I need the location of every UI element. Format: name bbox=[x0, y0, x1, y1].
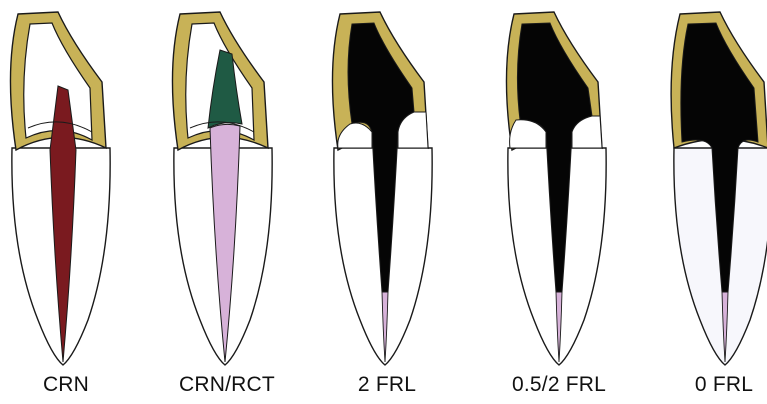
tooth-crn-rct bbox=[172, 12, 272, 365]
tooth-crn bbox=[10, 12, 110, 365]
tooth-2-frl bbox=[332, 12, 432, 365]
label-2-frl: 2 FRL bbox=[358, 373, 416, 399]
tooth-05-2-frl bbox=[506, 12, 606, 365]
label-crn: CRN bbox=[43, 373, 89, 399]
label-05-2-frl: 0.5/2 FRL bbox=[512, 373, 606, 399]
tooth-0-frl bbox=[671, 12, 767, 365]
label-crn-rct: CRN/RCT bbox=[179, 373, 275, 399]
label-0-frl: 0 FRL bbox=[695, 373, 753, 399]
